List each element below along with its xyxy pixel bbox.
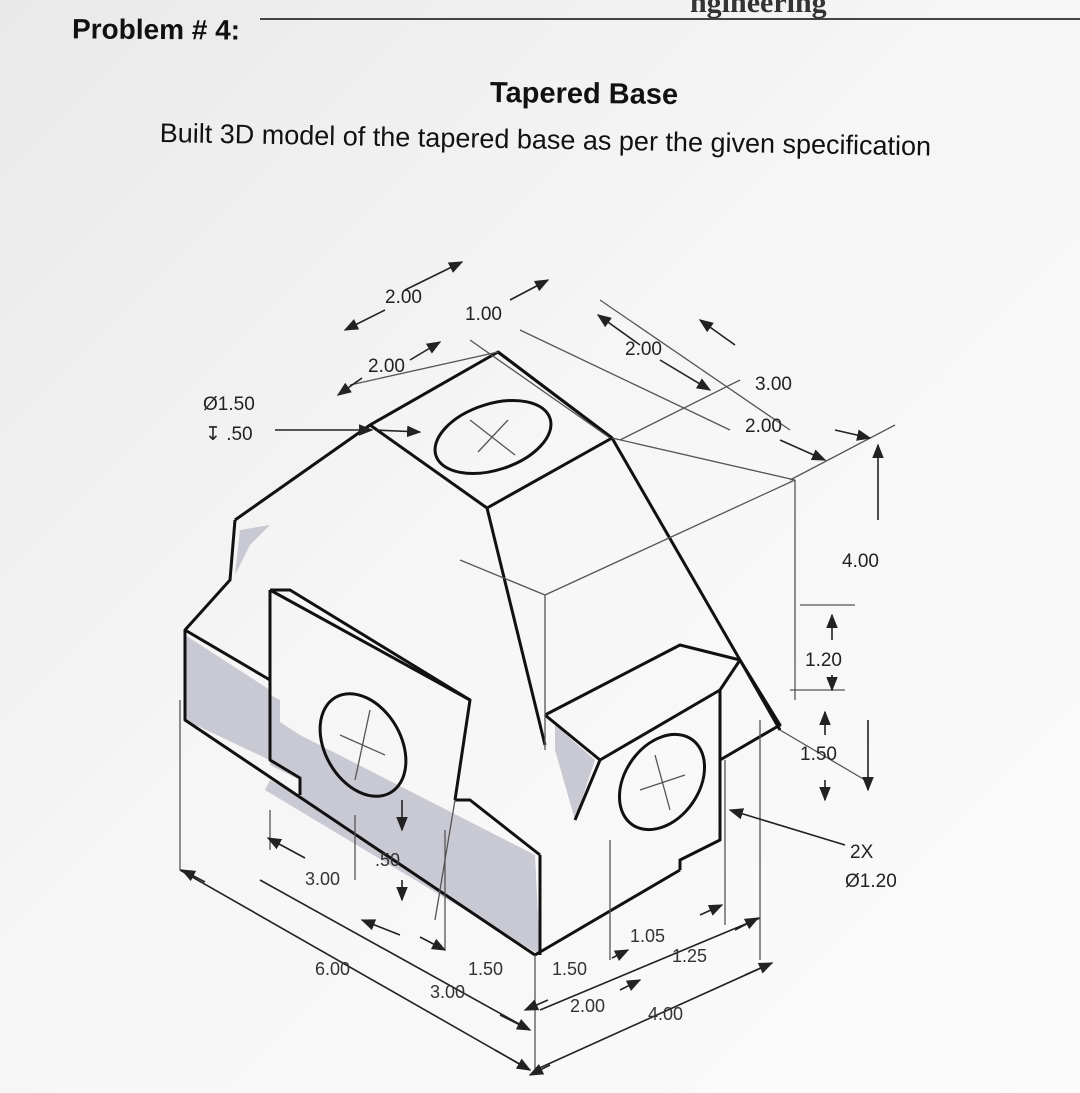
dimension-lines xyxy=(179,261,884,1076)
construction-lines xyxy=(179,299,896,1075)
dim-left-slot: 3.00 xyxy=(305,869,340,889)
dim-height-upper: 1.20 xyxy=(805,650,842,671)
dim-top-offset-right: 2.00 xyxy=(625,339,662,360)
dim-slot-offset: 1.25 xyxy=(672,946,707,966)
dim-top-offset: 1.00 xyxy=(465,304,502,325)
left-side-hole xyxy=(318,692,408,798)
top-hole xyxy=(433,399,553,475)
dim-hole-offset: .50 xyxy=(375,850,400,870)
shaded-faces xyxy=(185,525,595,955)
right-side-hole xyxy=(617,732,707,832)
side-hole-diameter: Ø1.20 xyxy=(845,871,897,892)
dim-base-width-left: 6.00 xyxy=(315,959,350,979)
side-hole-count: 2X xyxy=(850,842,874,863)
top-hole-depth: ↧ .50 xyxy=(205,424,253,445)
dimension-labels: 2.00 1.00 2.00 2.00 3.00 2.00 4.00 1.20 … xyxy=(203,287,897,1024)
object-outline xyxy=(183,350,782,957)
holes xyxy=(318,399,707,832)
dim-base-depth-inner: 2.00 xyxy=(745,416,782,437)
dim-right-step-total: 2.00 xyxy=(570,996,605,1016)
dim-height-lower: 1.50 xyxy=(800,744,837,765)
dim-height-total: 4.00 xyxy=(842,551,879,572)
header-cut-text: ngineering xyxy=(690,0,827,19)
dim-left-step-total: 3.00 xyxy=(430,982,465,1002)
dim-left-step: 1.50 xyxy=(468,959,503,979)
top-hole-diameter: Ø1.50 xyxy=(203,394,255,415)
dim-top-width: 2.00 xyxy=(385,287,422,308)
dim-right-total: 4.00 xyxy=(648,1004,683,1024)
header-rule xyxy=(260,18,1080,20)
dim-slot-width: 1.05 xyxy=(630,926,665,946)
dim-right-step: 1.50 xyxy=(552,959,587,979)
dim-top-depth: 2.00 xyxy=(368,356,405,377)
dim-base-depth: 3.00 xyxy=(755,374,792,395)
